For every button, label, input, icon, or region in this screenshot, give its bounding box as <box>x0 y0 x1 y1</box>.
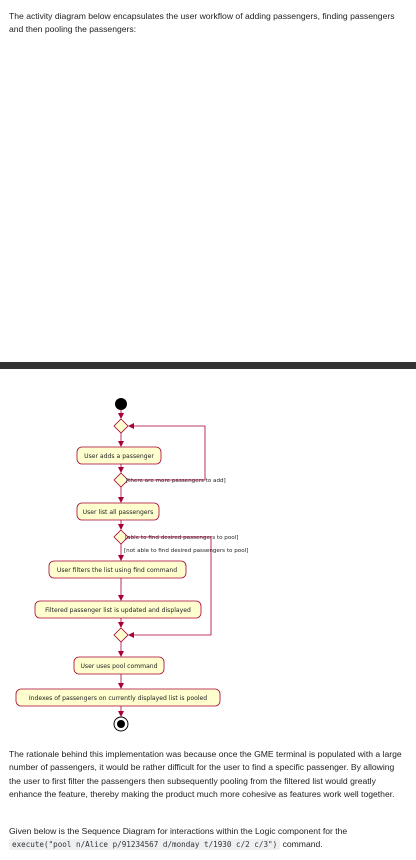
rationale-paragraph: The rationale behind this implementation… <box>9 749 402 800</box>
sequence-intro-text: Given below is the Sequence Diagram for … <box>9 826 348 836</box>
command-code: execute("pool n/Alice p/91234567 d/monda… <box>9 839 281 851</box>
action-filter: User filters the list using find command <box>48 560 187 579</box>
action-pool-command: User uses pool command <box>73 656 165 675</box>
guard-not-able-to-find: [not able to find desired passengers to … <box>124 548 248 554</box>
intro-paragraph: The activity diagram below encapsulates … <box>9 11 395 35</box>
action-label: User uses pool command <box>80 663 157 670</box>
merge-diamond <box>113 627 129 643</box>
action-indexes-pooled: Indexes of passengers on currently displ… <box>15 688 221 707</box>
start-node <box>115 398 127 410</box>
action-label: User list all passengers <box>83 509 154 516</box>
end-node <box>113 716 129 732</box>
sequence-intro-paragraph: Given below is the Sequence Diagram for … <box>9 825 407 852</box>
action-label: User filters the list using find command <box>57 567 177 574</box>
action-updated-displayed: Filtered passenger list is updated and d… <box>34 600 202 619</box>
merge-diamond <box>113 418 129 434</box>
guard-able-to-find: [able to find desired passengers to pool… <box>125 535 238 541</box>
section-divider <box>0 362 416 369</box>
action-label: User adds a passenger <box>84 453 154 460</box>
branch-arrow <box>128 536 212 638</box>
loop-arrow <box>128 423 206 481</box>
action-label: Filtered passenger list is updated and d… <box>45 607 191 614</box>
sequence-intro-tail: command. <box>282 839 323 850</box>
activity-diagram: User adds a passenger [there are more pa… <box>15 398 248 732</box>
action-add-passenger: User adds a passenger <box>76 446 162 465</box>
action-list-all: User list all passengers <box>76 502 160 521</box>
guard-more-passengers: [there are more passengers to add] <box>126 478 226 484</box>
action-label: Indexes of passengers on currently displ… <box>29 695 207 702</box>
